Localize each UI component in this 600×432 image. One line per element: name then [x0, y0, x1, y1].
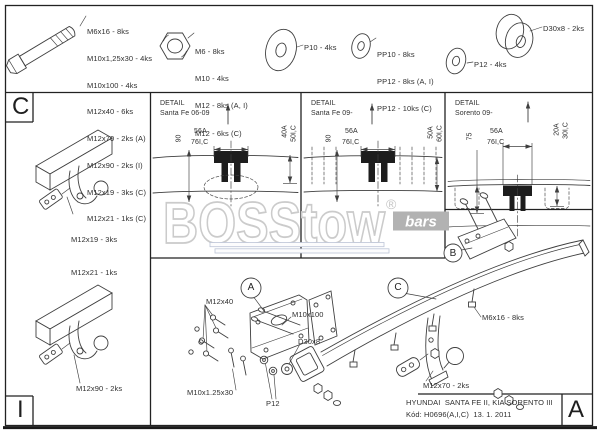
nut-size: M10 - 4ks — [195, 74, 229, 84]
bolt-size: M12x21 - 1ks (C) — [87, 214, 147, 224]
c-cell-bolt-labels: M12x19 - 3ks M12x21 - 1ks — [71, 215, 117, 289]
sheet-borders — [3, 4, 597, 430]
detail-title: DETAIL — [311, 100, 336, 107]
bolt-size-list: M6x16 - 8ks M10x1,25x30 - 4ks M10x100 - … — [87, 10, 152, 233]
bolt-size: M10x100 - 4ks — [87, 80, 138, 90]
m6x16-leader — [473, 306, 482, 318]
spring-washer-pp-drawing — [351, 33, 371, 59]
spacer-d30-label: D30x8 - 2ks — [543, 24, 585, 33]
bolt-size: M12x19 - 3ks (C) — [87, 187, 147, 197]
assembly-drawing — [188, 192, 590, 410]
label-p12: P12 — [266, 399, 280, 408]
detail-subtitle: Santa Fe 06-09 — [160, 109, 210, 117]
dim-depth-a: 40A — [281, 124, 289, 138]
washer-p12-drawing — [445, 47, 467, 75]
dim-left: 90 — [175, 134, 183, 142]
dim-width-ic: 76I,C — [191, 139, 209, 146]
bolt-size: M6x16 - 8ks — [87, 27, 129, 36]
bolt-size: M12x40 - 6ks — [87, 107, 134, 117]
code-date-line: Kód: H0696(A,I,C) 13. 1. 2011 — [406, 410, 512, 419]
dim-left: 90 — [325, 134, 333, 142]
sheet-revision-marker: A — [568, 396, 585, 423]
i-cell-bolt-label: M12x90 - 2ks — [76, 384, 123, 393]
detail-3-art — [447, 101, 591, 239]
m10x100-bolts — [250, 307, 301, 335]
m10x125x30-bolts — [228, 347, 247, 391]
bumper-clips — [349, 288, 476, 368]
dim-depth-a: 50A — [427, 125, 435, 139]
bolt-size: M12x90 - 2ks (I) — [87, 160, 143, 170]
label-m10x100: M10x100 — [292, 310, 324, 319]
dim-width-ic: 76I,C — [487, 139, 505, 146]
label-m12x70: M12x70 - 2ks — [423, 381, 470, 390]
bolt-callout: M12x21 - 1ks — [71, 267, 118, 277]
dim-width-a: 56A — [194, 127, 207, 135]
spacer-d30-drawing — [495, 13, 534, 58]
ball-mount — [395, 315, 464, 387]
nut-size: M12 - 8ks (A, I) — [195, 101, 248, 111]
nut-size: M12 - 6ks (C) — [195, 128, 242, 138]
flat-washer-label: P10 - 4ks — [304, 43, 337, 52]
dim-depth-ic: 60I,C — [436, 124, 444, 142]
detail-title: DETAIL — [455, 100, 480, 107]
p12-washers — [259, 355, 278, 400]
dim-depth-ic: 50I,C — [290, 124, 298, 142]
callout-c: C — [394, 282, 402, 293]
towbar-side-drawing — [35, 129, 113, 210]
dim-width-ic: 76I,C — [342, 139, 360, 146]
detail-title: DETAIL — [160, 100, 185, 107]
detail-subtitle: Sorento 09- — [455, 109, 493, 117]
i-label-leader — [73, 354, 81, 384]
spring-washer-size: PP12 - 8ks (A, I) — [377, 77, 434, 87]
callout-b: B — [449, 247, 457, 259]
nut-size: M6 - 8ks — [195, 47, 225, 56]
bolt-callout: M12x19 - 3ks — [71, 235, 118, 244]
detail-1-art — [152, 103, 299, 208]
towbar-side-drawing-i — [35, 284, 113, 366]
callout-a: A — [247, 282, 255, 293]
watermark: BOSStow ® bars — [162, 190, 449, 257]
watermark-underline-2 — [214, 248, 390, 254]
watermark-bars-label: bars — [405, 214, 437, 231]
watermark-bars-box — [393, 211, 449, 231]
spring-washer-list: PP10 - 8ks PP12 - 8ks (A, I) PP12 - 10ks… — [377, 32, 434, 123]
dim-depth-a: 20A — [553, 122, 561, 136]
bracket-b — [457, 192, 517, 260]
bolt-drawing — [6, 15, 87, 75]
bolt-size: M10x1,25x30 - 4ks — [87, 53, 153, 63]
nut-clusters — [313, 382, 525, 410]
bracket-a — [249, 290, 338, 360]
flat-washer-p10-drawing — [265, 28, 297, 72]
label-d30x8: D30x8 — [298, 337, 321, 346]
vehicle-title: HYUNDAI SANTA FE II, KIA SORENTO III — [406, 398, 553, 407]
label-m12x40: M12x40 — [206, 297, 234, 306]
dim-width-a: 56A — [345, 127, 358, 135]
d30x8-spacer — [281, 343, 301, 375]
c-label-leader — [66, 196, 74, 215]
watermark-underline-1 — [209, 242, 385, 248]
dim-depth-ic: 30I,C — [562, 121, 570, 139]
callout-b-circle — [443, 243, 463, 263]
nut-size-list: M6 - 8ks M10 - 4ks M12 - 8ks (A, I) M12 … — [195, 29, 248, 147]
washer-p12-label: P12 - 4ks — [474, 60, 507, 69]
section-marker-c: C — [12, 93, 30, 120]
callout-c-circle — [387, 277, 409, 299]
callout-a-circle — [240, 277, 262, 299]
dim-width-a: 56A — [490, 127, 503, 135]
m12x70-leader — [425, 370, 434, 382]
bolt-size: M12x70 - 2ks (A) — [87, 134, 146, 143]
spring-washer-size: PP12 - 10ks (C) — [377, 104, 432, 114]
detail-subtitle: Santa Fe 09- — [311, 109, 353, 117]
section-marker-i: I — [17, 396, 24, 423]
label-m6x16: M6x16 - 8ks — [482, 313, 524, 322]
detail-2-art — [303, 103, 443, 208]
dim-left: 75 — [466, 132, 474, 140]
m12x40-bolts — [188, 304, 229, 362]
nut-drawing — [159, 32, 195, 60]
spring-washer-size: PP10 - 8ks — [377, 50, 415, 59]
label-m10x125x30: M10x1.25x30 — [187, 388, 234, 397]
registered-mark: ® — [386, 196, 397, 212]
